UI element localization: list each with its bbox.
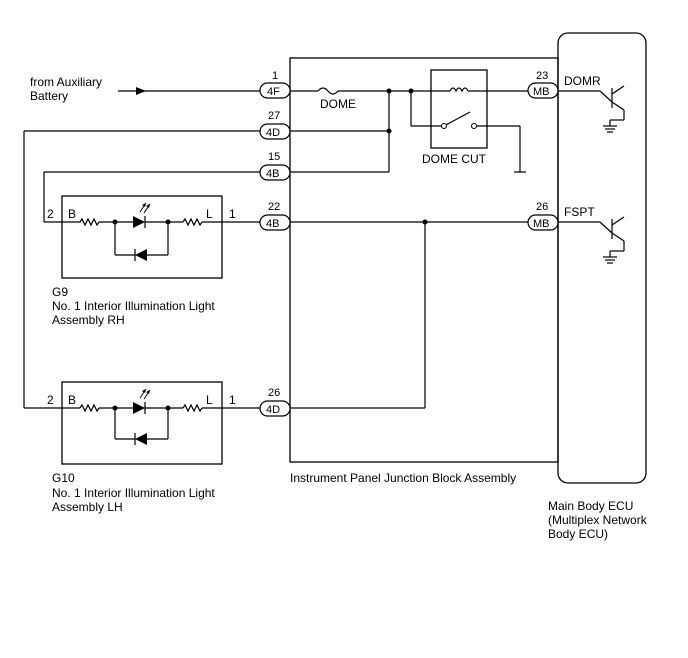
svg-text:4F: 4F (267, 86, 280, 98)
svg-text:27: 27 (268, 110, 280, 122)
light-g9-name-line1: No. 1 Interior Illumination Light (52, 299, 215, 313)
ecu-label-line3: Body ECU) (548, 527, 608, 541)
svg-text:4D: 4D (266, 404, 280, 416)
light-g9-pin-right: 1 (229, 207, 236, 221)
light-g9-code: G9 (52, 285, 68, 299)
light-node (165, 219, 171, 225)
svg-text:4B: 4B (266, 218, 279, 230)
svg-text:MB: MB (533, 86, 550, 98)
light-g10-outline (61, 381, 223, 465)
light-g10-circuit (62, 388, 222, 445)
light-node (165, 405, 171, 411)
pin-22-4b: 22 4B (259, 201, 291, 231)
svg-text:26: 26 (268, 387, 280, 399)
ecu-transistor-fspt (558, 216, 625, 264)
light-g10-code: G10 (52, 471, 75, 485)
junction-internal-wires (290, 87, 528, 409)
junction-node (422, 219, 428, 225)
relay-label: DOME CUT (422, 152, 487, 166)
light-node (112, 405, 118, 411)
pin-26-4d: 26 4D (259, 387, 291, 417)
relay-contact (471, 123, 477, 129)
pin-23-mb: 23 MB (527, 70, 559, 99)
junction-block-label: Instrument Panel Junction Block Assembly (290, 471, 516, 485)
ecu-transistor-domr (558, 85, 625, 133)
source-label-line1: from Auxiliary (30, 75, 102, 89)
light-g10-name-line1: No. 1 Interior Illumination Light (52, 486, 215, 500)
junction-node (386, 88, 392, 94)
svg-text:26: 26 (536, 201, 548, 213)
light-g9-outline (61, 195, 223, 279)
main-body-ecu-outline (557, 32, 647, 484)
external-wires (23, 130, 260, 409)
light-node (112, 219, 118, 225)
relay-outline (430, 69, 488, 149)
light-g10-pin-right-label: L (206, 393, 213, 407)
signal-label-domr: DOMR (564, 74, 601, 88)
junction-block-outline (289, 57, 559, 463)
fuse-label: DOME (320, 97, 356, 111)
light-g10-pin-left-label: B (68, 393, 76, 407)
light-g10-name-line2: Assembly LH (52, 500, 123, 514)
svg-text:1: 1 (272, 70, 278, 82)
svg-text:MB: MB (533, 218, 550, 230)
pin-27-4d: 27 4D (259, 110, 291, 140)
light-g10-pin-left: 2 (47, 393, 54, 407)
svg-text:15: 15 (268, 151, 280, 163)
svg-text:4B: 4B (266, 168, 279, 180)
light-g9-pin-left: 2 (47, 207, 54, 221)
junction-node (386, 128, 392, 134)
svg-text:23: 23 (536, 70, 548, 82)
light-g10-pin-right: 1 (229, 393, 236, 407)
battery-feed-wire (118, 87, 260, 95)
light-g9-pin-right-label: L (206, 207, 213, 221)
signal-label-fspt: FSPT (564, 205, 595, 219)
ecu-label-line1: Main Body ECU (548, 499, 633, 513)
source-label-line2: Battery (30, 89, 68, 103)
light-g9-circuit (62, 202, 222, 261)
junction-node (408, 88, 414, 94)
light-g9-name-line2: Assembly RH (52, 313, 125, 327)
light-g9-pin-left-label: B (68, 207, 76, 221)
ecu-label-line2: (Multiplex Network (548, 513, 648, 527)
relay-contact (441, 123, 447, 129)
svg-text:4D: 4D (266, 127, 280, 139)
pin-15-4b: 15 4B (259, 151, 291, 181)
pin-1-4f: 1 4F (259, 70, 291, 99)
svg-text:22: 22 (268, 201, 280, 213)
pin-26-mb: 26 MB (527, 201, 559, 231)
